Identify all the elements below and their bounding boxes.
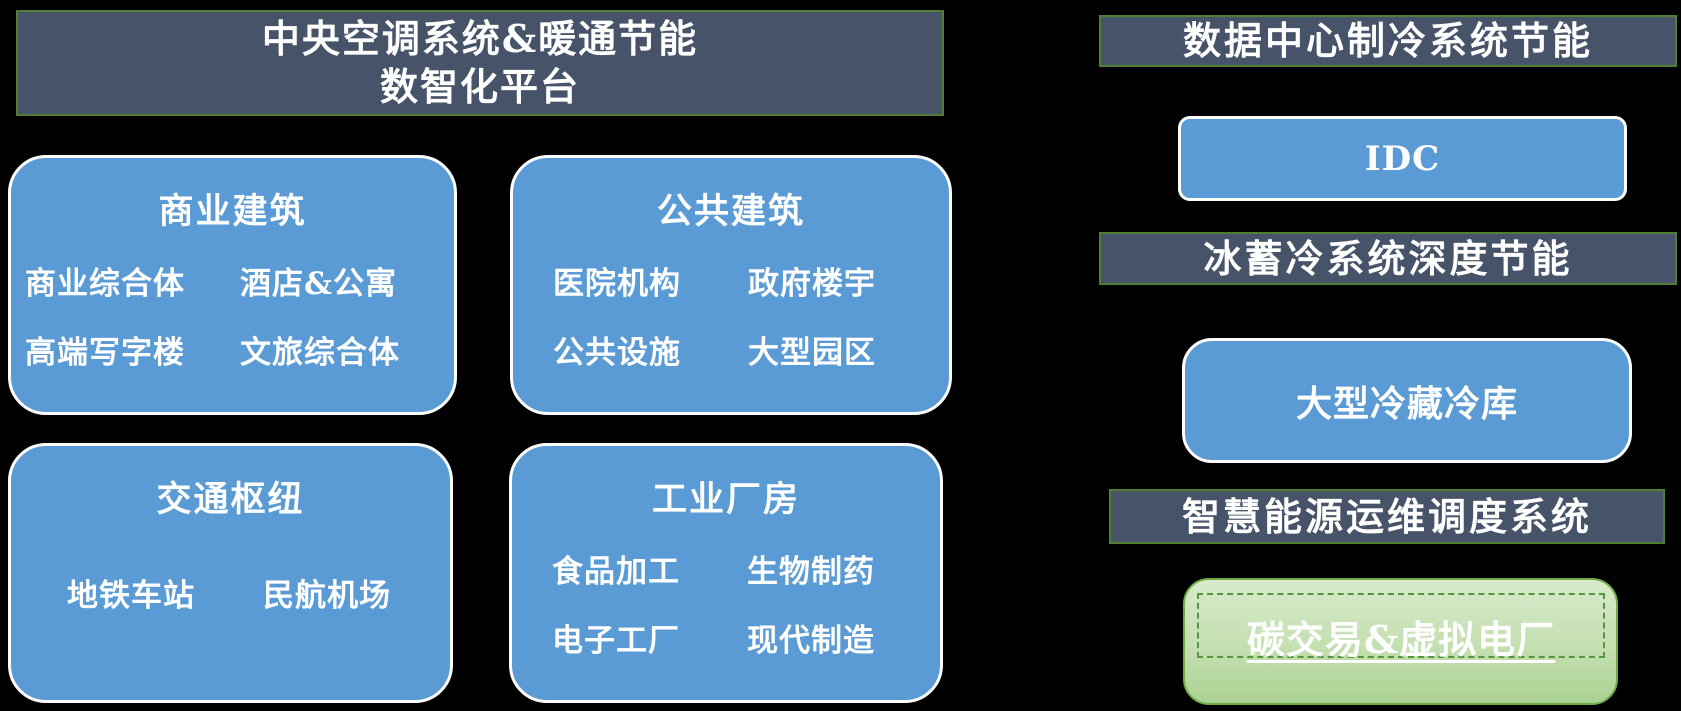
category-item: 地铁车站: [67, 578, 195, 614]
cold-storage-box-label: 大型冷藏冷库: [1295, 382, 1518, 425]
section-header-label: 冰蓄冷系统深度节能: [1203, 236, 1573, 281]
category-items: 地铁车站 民航机场: [11, 580, 450, 613]
section-header-smart-energy: 智慧能源运维调度系统: [1109, 489, 1665, 544]
category-item: 高端写字楼: [25, 335, 185, 371]
category-items: 商业综合体 酒店&公寓 高端写字楼 文旅综合体: [11, 268, 454, 370]
category-box-transport-hubs: 交通枢纽 地铁车站 民航机场: [8, 443, 453, 703]
category-item: 生物制药: [747, 554, 875, 590]
category-item: 医院机构: [553, 266, 681, 302]
category-box-commercial-buildings: 商业建筑 商业综合体 酒店&公寓 高端写字楼 文旅综合体: [8, 155, 457, 415]
idc-box-label: IDC: [1364, 138, 1441, 179]
section-header-label: 智慧能源运维调度系统: [1181, 494, 1592, 539]
category-title: 商业建筑: [158, 191, 307, 232]
category-item: 大型园区: [748, 335, 876, 371]
carbon-trading-label: 碳交易&虚拟电厂: [1246, 617, 1556, 662]
platform-header-line2: 数智化平台: [379, 64, 580, 109]
category-title: 公共建筑: [656, 191, 805, 232]
category-item: 政府楼宇: [748, 266, 876, 302]
category-item: 酒店&公寓: [240, 266, 397, 302]
category-box-industrial-plants: 工业厂房 食品加工 生物制药 电子工厂 现代制造: [509, 443, 943, 703]
cold-storage-box: 大型冷藏冷库: [1182, 338, 1632, 463]
category-item: 电子工厂: [552, 623, 680, 659]
category-title: 工业厂房: [651, 479, 800, 520]
idc-box: IDC: [1178, 116, 1627, 201]
category-item: 食品加工: [552, 554, 680, 590]
category-title: 交通枢纽: [156, 479, 305, 520]
category-items: 医院机构 政府楼宇 公共设施 大型园区: [513, 268, 949, 370]
category-box-public-buildings: 公共建筑 医院机构 政府楼宇 公共设施 大型园区: [510, 155, 952, 415]
section-header-datacenter-cooling: 数据中心制冷系统节能: [1099, 15, 1677, 67]
carbon-trading-box: 碳交易&虚拟电厂: [1183, 578, 1618, 705]
section-header-label: 数据中心制冷系统节能: [1182, 18, 1593, 63]
category-item: 文旅综合体: [240, 335, 400, 371]
category-items: 食品加工 生物制药 电子工厂 现代制造: [512, 556, 940, 658]
section-header-ice-storage: 冰蓄冷系统深度节能: [1099, 232, 1677, 285]
category-item: 公共设施: [553, 335, 681, 371]
category-item: 现代制造: [747, 623, 875, 659]
platform-header-line1: 中央空调系统&暖通节能: [261, 16, 699, 61]
category-item: 民航机场: [263, 578, 391, 614]
carbon-trading-dashed-frame: 碳交易&虚拟电厂: [1197, 593, 1605, 662]
category-item: 商业综合体: [25, 266, 185, 302]
platform-header: 中央空调系统&暖通节能 数智化平台: [16, 10, 944, 116]
